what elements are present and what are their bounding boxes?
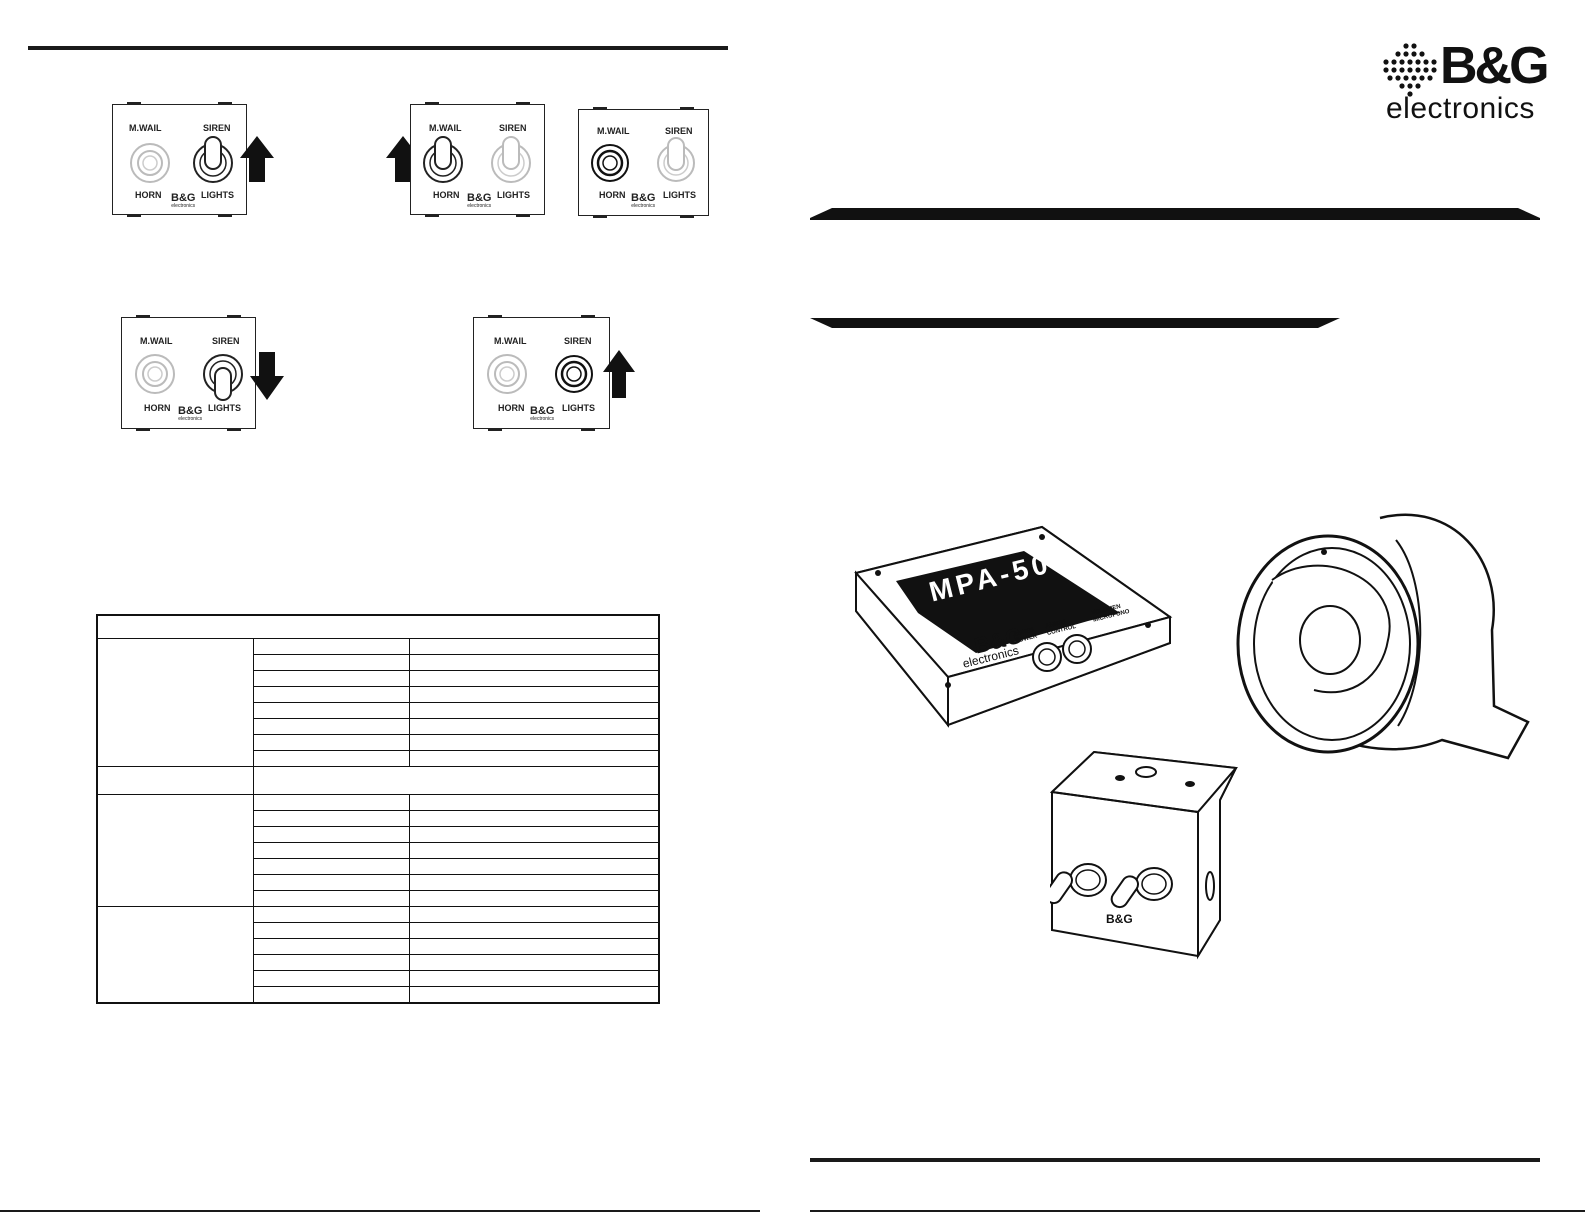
label-lights: LIGHTS — [201, 190, 234, 200]
label-horn: HORN — [433, 190, 460, 200]
bottom-edge-right — [810, 1210, 1585, 1212]
table-row — [96, 794, 660, 907]
table-row — [96, 638, 660, 767]
label-lights: LIGHTS — [497, 190, 530, 200]
brand-subtitle: electronics — [1386, 92, 1535, 125]
arrow-down-icon — [250, 352, 284, 400]
label-lights: LIGHTS — [208, 403, 241, 413]
switch-graphics — [130, 136, 233, 183]
table-row — [97, 858, 660, 875]
switch-graphics — [423, 136, 531, 183]
label-lights: LIGHTS — [562, 403, 595, 413]
label-mwail: M.WAIL — [494, 336, 527, 346]
header-bar-short — [810, 318, 1340, 328]
control-box-logo: B&G — [1106, 912, 1133, 926]
label-siren: SIREN — [212, 336, 240, 346]
label-mwail: M.WAIL — [597, 126, 630, 136]
table-row — [96, 906, 660, 1004]
table-header-row — [96, 614, 660, 639]
label-horn: HORN — [599, 190, 626, 200]
label-siren: SIREN — [499, 123, 527, 133]
brand-logo: B&G electronics — [1382, 37, 1550, 128]
table-row — [97, 686, 660, 703]
label-horn: HORN — [135, 190, 162, 200]
label-mwail: M.WAIL — [129, 123, 162, 133]
header-bar-long — [810, 208, 1540, 220]
arrow-up-icon — [603, 350, 635, 398]
label-siren: SIREN — [203, 123, 231, 133]
table-row — [97, 970, 660, 987]
bottom-rule-left — [0, 1210, 760, 1212]
table-row — [97, 810, 660, 827]
table-row — [96, 766, 660, 795]
spec-table — [96, 614, 660, 1004]
label-siren: SIREN — [665, 126, 693, 136]
table-row — [97, 986, 660, 1004]
label-siren: SIREN — [564, 336, 592, 346]
switch-graphics — [487, 354, 593, 394]
switch-graphics — [591, 137, 695, 182]
table-row — [97, 826, 660, 843]
table-row — [97, 954, 660, 971]
label-horn: HORN — [498, 403, 525, 413]
speaker-illustration — [1236, 513, 1530, 760]
top-rule-left — [28, 46, 728, 50]
label-mwail: M.WAIL — [140, 336, 173, 346]
bottom-rule-right — [810, 1158, 1540, 1162]
label-lights: LIGHTS — [663, 190, 696, 200]
label-mwail: M.WAIL — [429, 123, 462, 133]
control-box-illustration — [1050, 750, 1238, 960]
table-row — [97, 750, 660, 767]
switch-graphics — [135, 354, 243, 401]
dot-grid-icon — [1383, 43, 1437, 97]
amplifier-illustration — [854, 525, 1173, 728]
arrow-up-icon — [240, 136, 274, 182]
label-horn: HORN — [144, 403, 171, 413]
table-row — [97, 670, 660, 687]
brand-name: B&G — [1440, 37, 1550, 95]
